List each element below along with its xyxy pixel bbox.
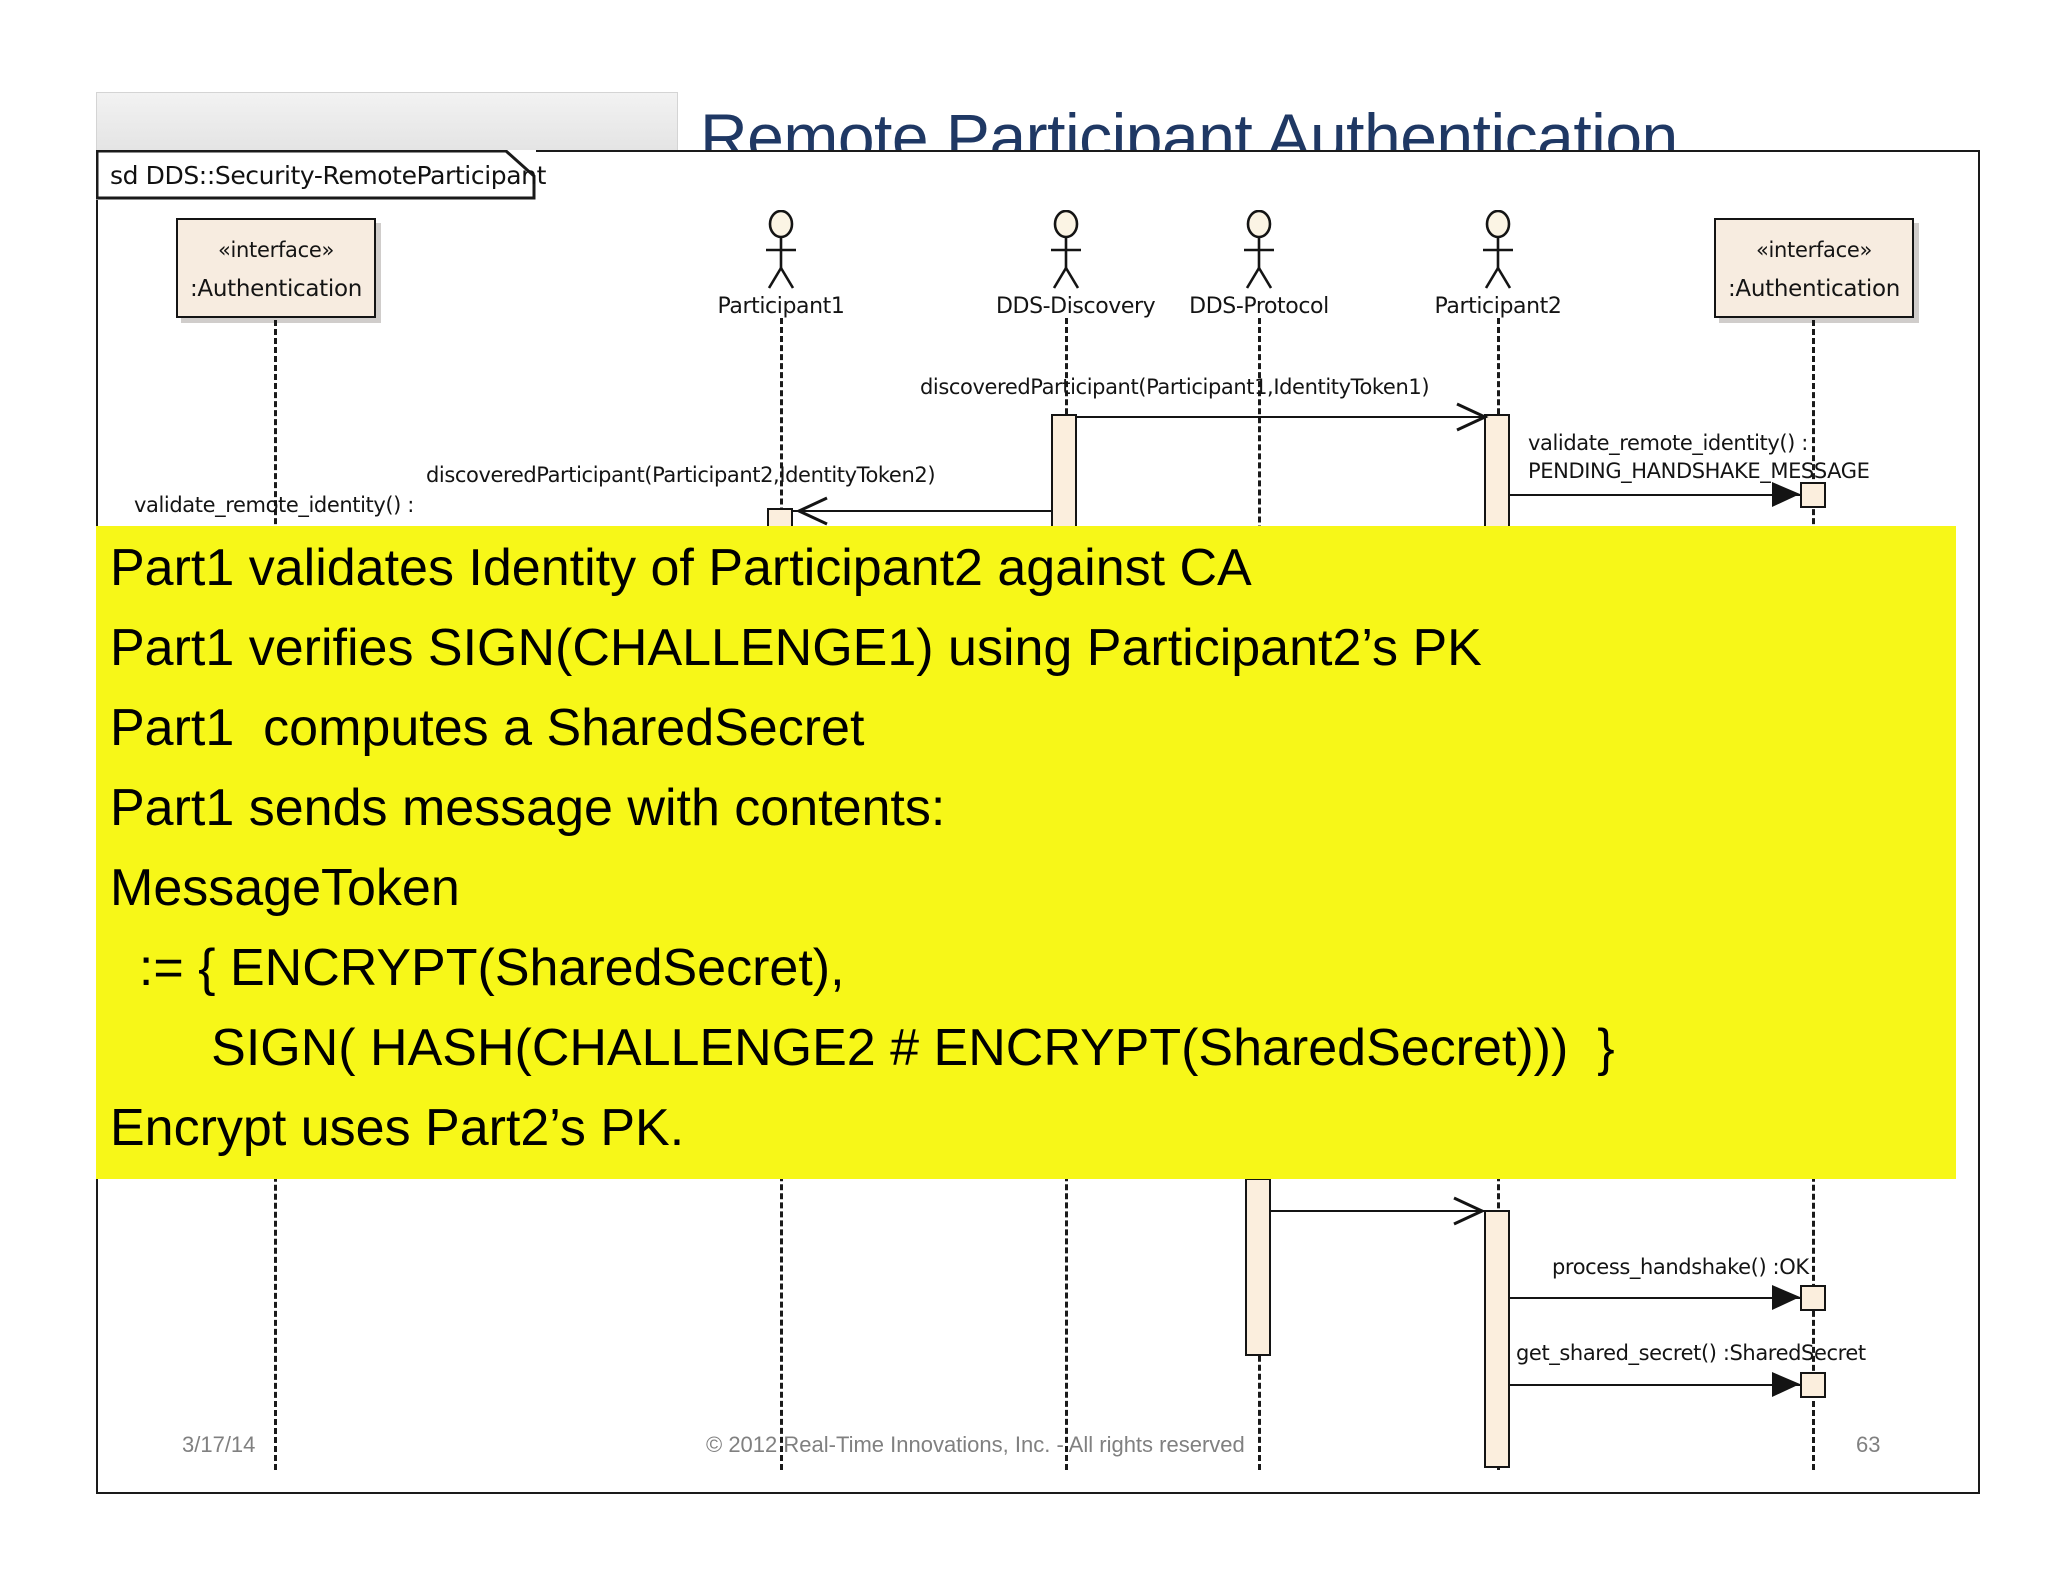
return-box-right-auth-2 — [1800, 1285, 1826, 1311]
footer-date: 3/17/14 — [182, 1432, 256, 1457]
sd-tab-shape-icon — [96, 150, 536, 200]
interface-box-right: «interface» :Authentication — [1714, 218, 1914, 318]
message-label-discovered-participant1: discoveredParticipant(Participant1,Ident… — [920, 375, 1430, 399]
annotation-line-2: Part1 verifies SIGN(CHALLENGE1) using Pa… — [110, 619, 1482, 677]
actor-stick-figure-icon — [1244, 210, 1274, 289]
window-titlebar-strip — [96, 92, 678, 151]
message-label-validate-remote-identity-left: validate_remote_identity() : — [134, 493, 414, 517]
footer-page-number: 63 — [1856, 1432, 1881, 1457]
arrow-solid-icon — [1772, 1285, 1800, 1310]
message-line-7 — [1510, 1384, 1802, 1386]
arrow-open-icon — [795, 496, 828, 526]
annotation-line-3: Part1 computes a SharedSecret — [110, 699, 865, 757]
actor-label: Participant1 — [717, 294, 845, 319]
activation-participant2-2 — [1484, 1210, 1510, 1468]
actor-stick-figure-icon — [766, 210, 796, 289]
interface-right-stereotype: «interface» — [1755, 238, 1873, 262]
footer-copyright: © 2012 Real-Time Innovations, Inc. - All… — [706, 1432, 1245, 1457]
sd-frame-tab: sd DDS::Security-RemoteParticipant — [96, 150, 546, 200]
interface-left-name: :Authentication — [189, 276, 363, 302]
actor-label: DDS-Discovery — [996, 294, 1156, 319]
return-box-right-auth-3 — [1800, 1372, 1826, 1398]
arrow-open-icon — [1456, 402, 1489, 432]
annotation-line-5: MessageToken — [110, 859, 460, 917]
arrow-solid-icon — [1772, 482, 1800, 507]
message-label-discovered-participant2: discoveredParticipant(Participant2,Ident… — [426, 463, 936, 487]
arrow-open-icon — [1453, 1196, 1486, 1226]
interface-left-stereotype: «interface» — [217, 238, 335, 262]
activation-dds-protocol-2 — [1245, 1178, 1271, 1356]
annotation-line-4: Part1 sends message with contents: — [110, 779, 946, 837]
message-line-2 — [1510, 494, 1802, 496]
annotation-line-7: SIGN( HASH(CHALLENGE2 # ENCRYPT(SharedSe… — [110, 1019, 1615, 1077]
message-label-validate-remote-identity-right-2: PENDING_HANDSHAKE_MESSAGE — [1528, 459, 1870, 483]
return-box-right-auth-1 — [1800, 482, 1826, 508]
actor-stick-figure-icon — [1051, 210, 1081, 289]
actor-participant2: Participant2 — [1428, 210, 1568, 319]
arrow-solid-icon — [1772, 1372, 1800, 1397]
interface-right-name: :Authentication — [1727, 276, 1901, 302]
sd-frame-label: sd DDS::Security-RemoteParticipant — [110, 161, 546, 190]
actor-label: Participant2 — [1434, 294, 1562, 319]
actor-label: DDS-Protocol — [1189, 294, 1329, 319]
message-label-process-handshake: process_handshake() :OK — [1552, 1255, 1809, 1279]
message-line-3 — [793, 510, 1051, 512]
annotation-line-8: Encrypt uses Part2’s PK. — [110, 1099, 685, 1157]
message-line-6 — [1510, 1297, 1802, 1299]
annotation-line-6: := { ENCRYPT(SharedSecret), — [110, 939, 845, 997]
interface-box-left: «interface» :Authentication — [176, 218, 376, 318]
actor-dds-protocol: DDS-Protocol — [1189, 210, 1329, 319]
annotation-line-1: Part1 validates Identity of Participant2… — [110, 539, 1252, 597]
message-line-5 — [1271, 1210, 1485, 1212]
actor-participant1: Participant1 — [711, 210, 851, 319]
message-label-validate-remote-identity-right-1: validate_remote_identity() : — [1528, 431, 1808, 455]
highlight-annotation-box: Part1 validates Identity of Participant2… — [96, 526, 1956, 1179]
actor-dds-discovery: DDS-Discovery — [996, 210, 1156, 319]
message-label-get-shared-secret: get_shared_secret() :SharedSecret — [1516, 1341, 1866, 1365]
message-line-1 — [1077, 416, 1487, 418]
actor-stick-figure-icon — [1483, 210, 1513, 289]
